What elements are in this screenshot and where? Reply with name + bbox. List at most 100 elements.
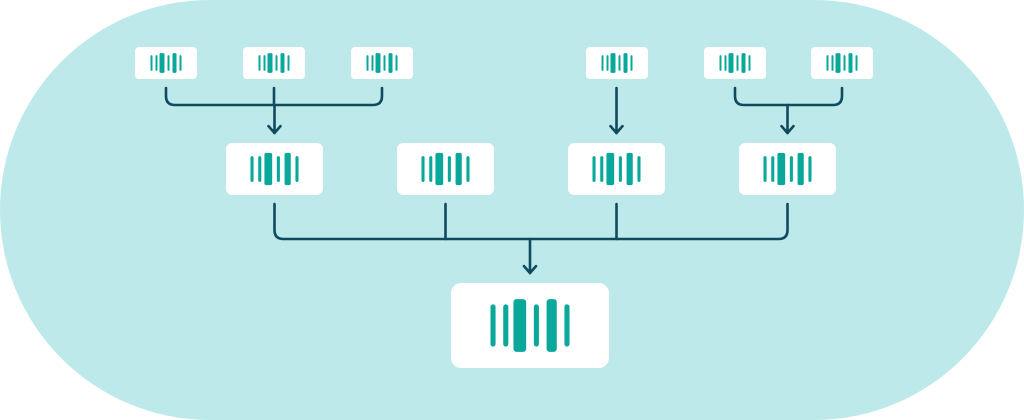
barcode-bar [371,55,374,71]
barcode-bar [618,156,622,182]
barcode-bar [855,55,858,71]
barcode-bar [250,156,254,182]
barcode-bar [366,55,369,71]
barcode-icon [258,53,290,73]
connector-group [164,86,844,275]
card-box [397,143,494,195]
barcode-bar [284,152,291,186]
barcode-icon [150,53,182,73]
barcode-bar [797,152,804,186]
barcode-bar [741,53,746,73]
arrow-head [780,124,795,135]
barcode-bar [610,53,616,73]
barcode-card-m1 [226,143,323,195]
barcode-bar [287,55,290,71]
barcode-bar [826,55,829,71]
card-box [243,47,305,79]
barcode-icon [366,53,398,73]
barcode-bar [280,53,285,73]
card-box [586,47,648,79]
barcode-bar [267,53,273,73]
barcode-card-t1 [135,47,197,79]
barcode-bar [150,55,153,71]
barcode-bar [618,55,621,71]
barcode-icon [826,53,858,73]
connector-bracket [273,202,789,241]
card-box [135,47,197,79]
card-box [226,143,323,195]
barcode-bar [490,304,496,347]
barcode-bar [637,156,641,182]
connector-m3 [609,86,624,135]
barcode-bar [736,55,739,71]
barcode-bar [592,156,596,182]
barcode-icon [421,152,470,186]
barcode-bar [728,53,734,73]
barcode-bar [777,152,786,186]
barcode-bar [258,55,261,71]
barcode-bar [167,55,170,71]
barcode-bar [513,299,527,352]
arrow-head [267,124,282,135]
barcode-card-t5 [704,47,766,79]
connector-m1 [164,86,384,135]
barcode-bar [848,53,853,73]
barcode-bar [447,156,451,182]
barcode-bar [843,55,846,71]
barcode-bar [503,304,509,347]
barcode-card-b1 [451,283,609,368]
barcode-bar [383,55,386,71]
barcode-icon [719,53,751,73]
barcode-bar [808,156,812,182]
card-box [739,143,836,195]
barcode-bar [435,152,444,186]
connector-b1 [273,202,789,275]
barcode-icon [763,152,812,186]
barcode-bar [719,55,722,71]
barcode-bar [421,156,425,182]
barcode-card-t4 [586,47,648,79]
barcode-icon [490,299,570,352]
barcode-bar [155,55,158,71]
barcode-icon [592,152,641,186]
barcode-bar [748,55,751,71]
barcode-bar [831,55,834,71]
barcode-bar [455,152,462,186]
barcode-bar [172,53,177,73]
barcode-bar [276,156,280,182]
barcode-bar [466,156,470,182]
barcode-bar [179,55,182,71]
barcode-bar [295,156,299,182]
barcode-bar [606,152,615,186]
barcode-card-m4 [739,143,836,195]
arrow-head [609,124,624,135]
barcode-icon [250,152,299,186]
barcode-bar [623,53,628,73]
barcode-bar [789,156,793,182]
barcode-bar [275,55,278,71]
barcode-card-t2 [243,47,305,79]
barcode-bar [264,152,273,186]
barcode-bar [388,53,393,73]
barcode-bar [835,53,841,73]
barcode-bar [533,304,539,347]
barcode-bar [263,55,266,71]
barcode-card-t3 [351,47,413,79]
barcode-bar [606,55,609,71]
barcode-icon [601,53,633,73]
barcode-bar [159,53,165,73]
connector-m4 [733,86,844,135]
barcode-bar [626,152,633,186]
barcode-bar [564,304,570,347]
barcode-bar [546,299,557,352]
barcode-bar [771,156,775,182]
card-group [135,47,873,368]
barcode-bar [258,156,262,182]
barcode-card-m3 [568,143,665,195]
barcode-bar [600,156,604,182]
barcode-card-m2 [397,143,494,195]
barcode-bar [375,53,381,73]
arrow-head [522,264,538,275]
barcode-bar [763,156,767,182]
